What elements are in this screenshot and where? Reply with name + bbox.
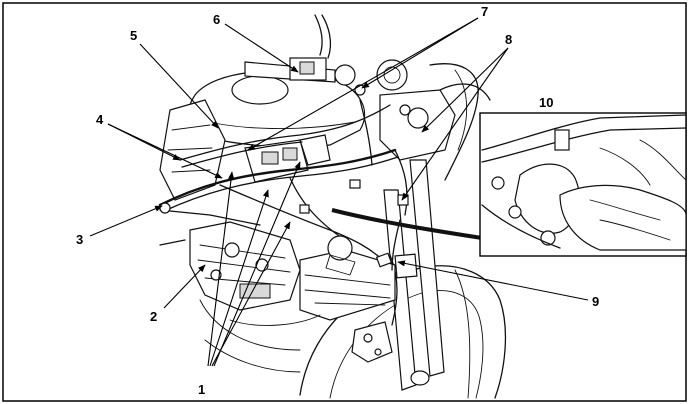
connector-block bbox=[299, 134, 331, 166]
callout-9: 9 bbox=[592, 294, 599, 309]
callout-6: 6 bbox=[213, 12, 220, 27]
callout-5: 5 bbox=[130, 28, 137, 43]
routing-band bbox=[331, 208, 483, 240]
callout-8: 8 bbox=[505, 32, 512, 47]
brake-lever bbox=[314, 14, 323, 56]
leader-lines bbox=[89, 17, 589, 367]
brake-caliper bbox=[351, 321, 393, 363]
detail-inset bbox=[479, 112, 687, 257]
wire-harness-main bbox=[158, 148, 397, 207]
callout-10: 10 bbox=[539, 95, 553, 110]
callout-3: 3 bbox=[76, 232, 83, 247]
callout-2: 2 bbox=[150, 309, 157, 324]
motorcycle-illustration bbox=[158, 14, 507, 399]
fuel-cap bbox=[231, 75, 289, 105]
front-fork-left bbox=[383, 189, 417, 391]
front-tire bbox=[299, 265, 507, 399]
callout-4: 4 bbox=[96, 112, 104, 127]
callout-7: 7 bbox=[481, 4, 488, 19]
callout-1: 1 bbox=[198, 382, 205, 397]
